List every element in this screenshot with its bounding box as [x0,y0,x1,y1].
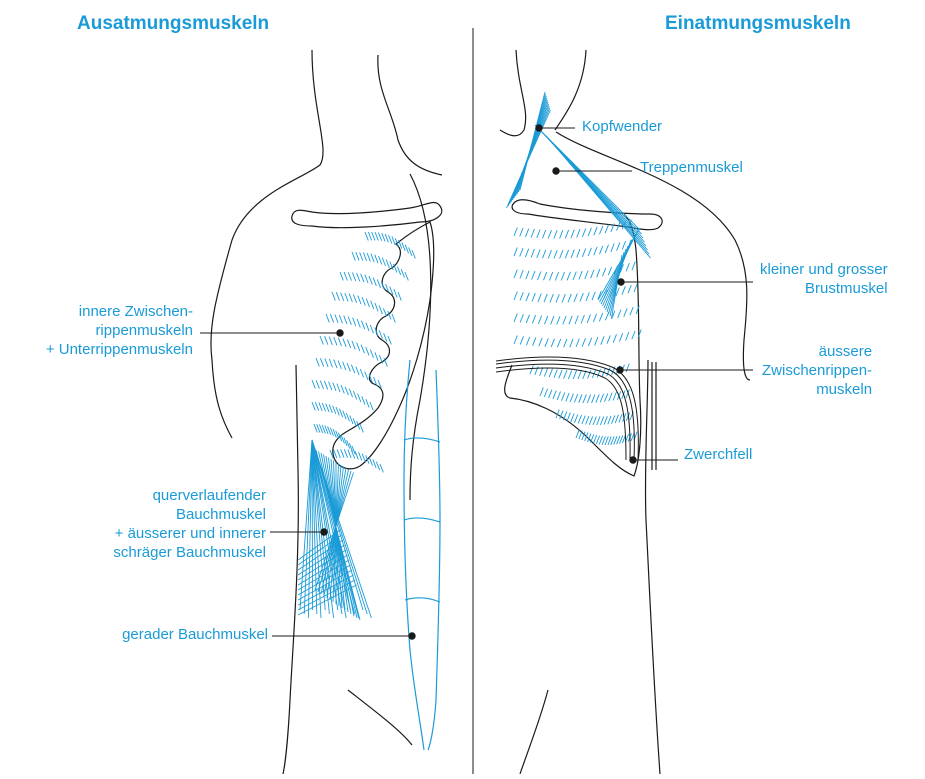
label-rectus-abdominis: gerader Bauchmuskel [122,625,268,644]
label-external-intercostal-muscles: äussere Zwischenrippen- muskeln [762,342,872,399]
label-pectoral-muscles: kleiner und grosser Brustmuskel [760,260,888,298]
left-body-outline [211,50,442,774]
leader-lines [200,125,753,639]
heading-exhalation-muscles: Ausatmungsmuskeln [77,13,269,35]
right-muscle-hatching [507,92,651,445]
label-diaphragm: Zwerchfell [684,445,752,464]
heading-inhalation-muscles: Einatmungsmuskeln [665,13,851,35]
label-scalene-muscle: Treppenmuskel [640,158,743,177]
left-clavicle [292,203,442,228]
left-rectus-abdominis [404,360,440,750]
label-transverse-oblique-abdominal: querverlaufender Bauchmuskel + äusserer … [113,486,266,562]
label-sternocleidomastoid: Kopfwender [582,117,662,136]
right-clavicle [512,200,662,230]
label-inner-intercostal-muscles: innere Zwischen- rippenmuskeln + Unterri… [46,302,193,359]
